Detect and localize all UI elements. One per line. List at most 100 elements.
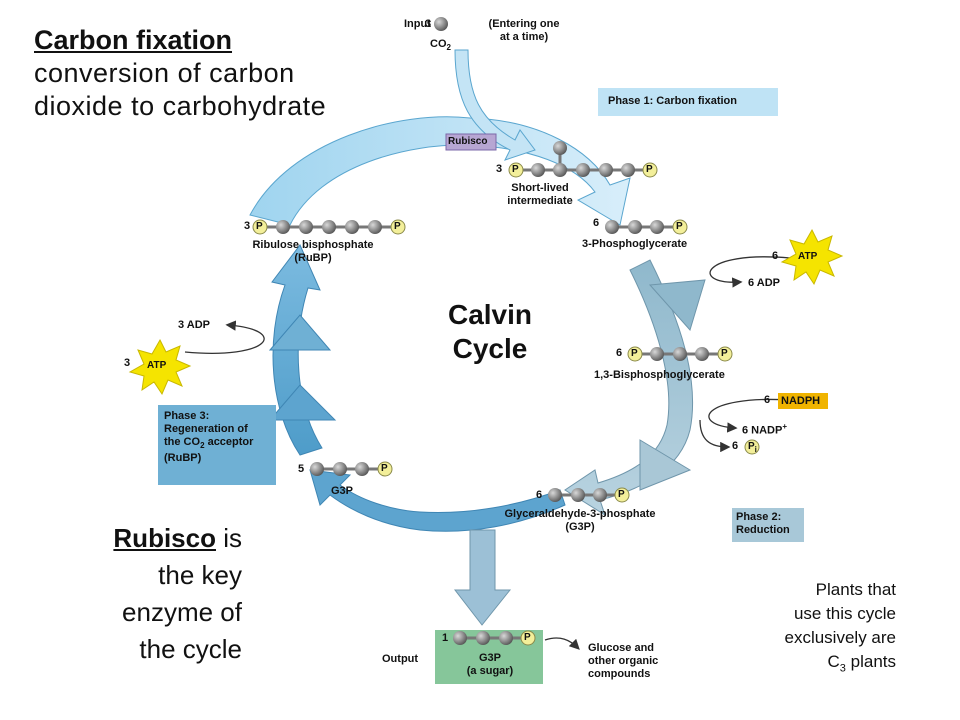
products-line1: Glucose and [588, 642, 655, 654]
pga-chain [605, 220, 680, 234]
phase1-label: Phase 1: Carbon fixation [608, 95, 737, 107]
intermediate-count: 3 [496, 163, 503, 175]
rubisco-note-line3: enzyme of [122, 597, 242, 627]
nadph-label: NADPH [781, 395, 821, 407]
phase2-label: Phase 2: Reduction [732, 509, 794, 539]
intermediate-line1: Short-lived [511, 182, 569, 194]
pi-sub: i [754, 445, 757, 454]
phase3-line4: (RuBP) [164, 452, 202, 465]
plants-note-sub: 3 [839, 662, 846, 675]
output-line1: G3P [478, 652, 501, 664]
title-heading: Carbon fixation [34, 25, 233, 55]
p-g3p5: P [381, 463, 388, 474]
rubisco-note: Rubisco is the key enzyme of the cycle [60, 520, 242, 668]
intermediate-label: Short-lived intermediate [490, 182, 590, 208]
products-line2: other organic [588, 655, 659, 667]
input-note-line1: (Entering one [488, 18, 560, 30]
phase3-line3sub: 2 [200, 441, 205, 451]
co2-text: CO [430, 38, 447, 50]
g3p6-chain [548, 488, 622, 502]
products-arrow [544, 637, 580, 650]
output-label: Output [382, 653, 419, 665]
rubisco-note-line2: the key [158, 560, 242, 590]
bpg-label: 1,3-Bisphosphoglycerate [594, 369, 725, 381]
plants-note: Plants that use this cycle exclusively a… [720, 578, 897, 680]
p-rubp-left: P [256, 221, 263, 232]
g3p6-line1: Glyceraldehyde-3-phosphate [504, 508, 656, 520]
phosphate-circles [252, 162, 760, 646]
pga-label: 3-Phosphoglycerate [582, 238, 688, 250]
title-line1: conversion of carbon [34, 58, 295, 88]
output-products: Glucose and other organic compounds [588, 642, 658, 681]
pi-main: P [748, 441, 755, 452]
phase3-box-bg [158, 405, 276, 485]
atp-loop-right [709, 256, 791, 288]
atp-left-label: ATP [147, 360, 167, 371]
rubp-line1: Ribulose bisphosphate [252, 239, 374, 251]
input-count: 3 [425, 18, 432, 30]
g3p6-line2: (G3P) [565, 521, 595, 533]
phase1-box-bg [598, 88, 778, 116]
rubp-label: Ribulose bisphosphate (RuBP) [238, 239, 388, 265]
pga-count: 6 [593, 217, 600, 229]
nadp-main: 6 NADP [742, 424, 783, 437]
rubisco-note-word: Rubisco [113, 523, 216, 553]
atp-left-count: 3 [124, 357, 131, 369]
phase3-line3: the CO2 acceptor [164, 436, 253, 452]
plants-note-line3: exclusively are [784, 628, 897, 647]
pi-count: 6 [732, 440, 739, 452]
atp-star-right [780, 228, 844, 286]
pi-label: Pi [748, 441, 757, 454]
intermediate-chain [516, 141, 650, 177]
arrowhead-right-2 [639, 439, 692, 491]
plants-note-rest: plants [845, 652, 896, 671]
calvin-line1: Calvin [447, 299, 533, 330]
output-chain [453, 631, 528, 645]
adp-left-label: 3 ADP [178, 319, 210, 331]
output-sugar-label: G3P (a sugar) [440, 652, 540, 678]
g3p5-count: 5 [298, 463, 305, 475]
adp-right-label: 6 ADP [748, 277, 780, 289]
p-intermediate-right: P [646, 164, 653, 175]
co2-ball [434, 17, 448, 31]
rubisco-note-line4: the cycle [139, 634, 242, 664]
co2-sub: 2 [446, 43, 451, 53]
calvin-line2: Cycle [452, 333, 528, 364]
title-line2: dioxide to carbohydrate [34, 91, 327, 121]
p-intermediate-left: P [512, 164, 519, 175]
output-line2: (a sugar) [466, 665, 514, 677]
phase2-box-bg [732, 508, 804, 542]
rubisco-note-is: is [223, 523, 242, 553]
rubp-count: 3 [244, 220, 251, 232]
g3p5-chain [310, 462, 385, 476]
p-g3p6: P [618, 489, 625, 500]
products-line3: compounds [588, 668, 651, 680]
nadph-loop [708, 398, 791, 433]
nadph-box-bg [778, 393, 828, 409]
p-bpg-left: P [631, 348, 638, 359]
nadph-count: 6 [764, 394, 771, 406]
p-bpg-right: P [721, 348, 728, 359]
plants-note-line2: use this cycle [793, 604, 896, 623]
pi-arrow [699, 419, 731, 453]
title-block: Carbon fixation conversion of carbon dio… [34, 25, 326, 122]
rubp-line2: (RuBP) [294, 252, 332, 264]
atp-star-left [128, 338, 192, 396]
phase3-line3b: acceptor [204, 436, 254, 448]
arrowhead-left-2 [268, 314, 332, 351]
atp-right-label: ATP [798, 251, 818, 262]
arrowhead-right-1 [648, 279, 706, 332]
phase3-label: Phase 3: Regeneration of the CO2 accepto… [158, 408, 259, 467]
g3p6-count: 6 [536, 489, 543, 501]
phase3-line3a: the CO [164, 436, 201, 448]
input-label: Input [404, 18, 431, 30]
atp-right-count: 6 [772, 250, 779, 262]
plants-note-line1: Plants that [815, 580, 896, 599]
plants-note-c: C [827, 652, 840, 671]
nadp-sup: + [782, 422, 788, 431]
rubisco-box-bg [445, 133, 497, 151]
g3p5-label: G3P [331, 485, 354, 497]
bpg-chain [635, 347, 725, 361]
input-note-line2: at a time) [499, 31, 549, 43]
